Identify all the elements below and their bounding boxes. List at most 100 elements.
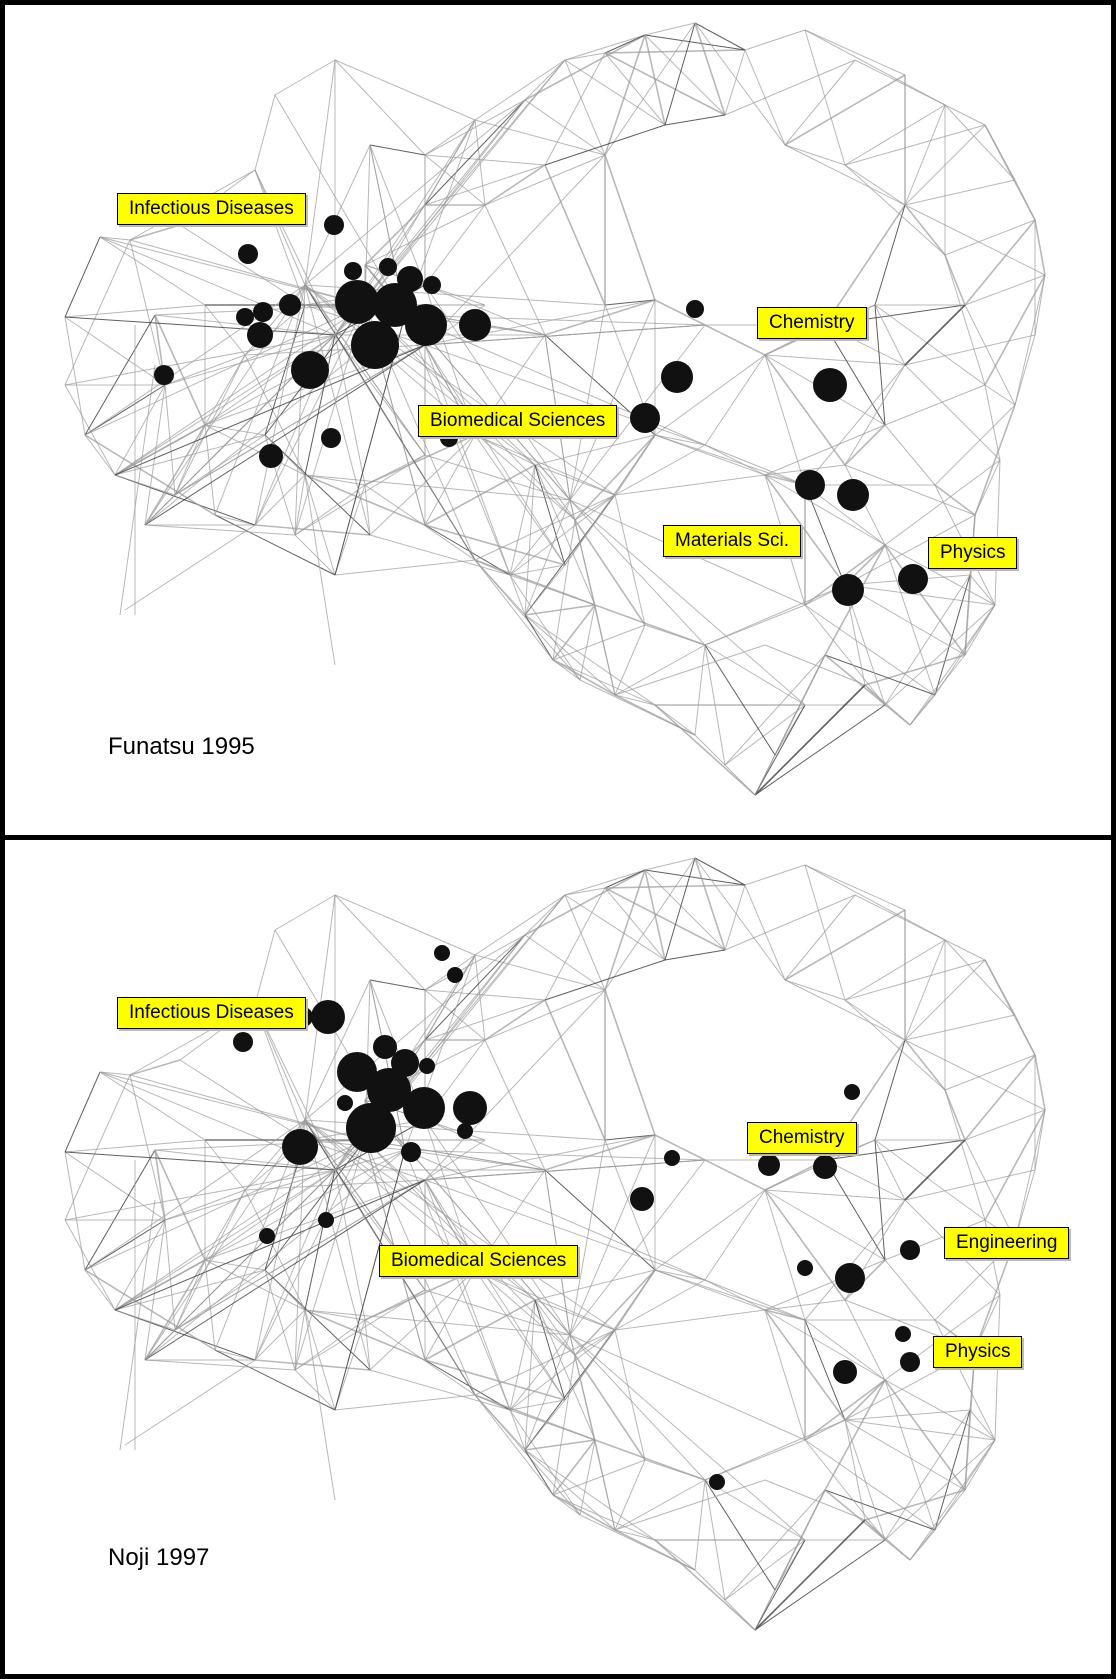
- network-node: [282, 1129, 318, 1165]
- network-edge: [724, 49, 746, 116]
- network-edge: [654, 1539, 756, 1631]
- network-edge: [424, 299, 656, 346]
- network-edge: [304, 1169, 336, 1311]
- network-edge: [564, 59, 606, 156]
- network-edge: [864, 654, 966, 686]
- network-node: [238, 244, 258, 264]
- network-edge: [744, 29, 806, 51]
- network-edge: [474, 1394, 581, 1516]
- network-edge: [854, 894, 946, 941]
- network-edge: [694, 22, 726, 116]
- network-node: [797, 1260, 813, 1276]
- network-edge: [364, 454, 426, 486]
- label-materials-science: Materials Sci.: [663, 525, 802, 557]
- network-edge: [784, 979, 906, 1041]
- network-edge: [204, 304, 246, 356]
- network-node: [291, 351, 329, 389]
- network-edge: [664, 22, 696, 126]
- network-edge: [1014, 179, 1036, 221]
- network-edge: [884, 384, 986, 426]
- network-edge: [764, 354, 806, 486]
- network-edge: [884, 1439, 996, 1541]
- network-edge: [564, 887, 606, 896]
- network-edge: [64, 316, 166, 386]
- network-edge: [204, 1259, 306, 1311]
- network-edge: [334, 59, 476, 121]
- network-edge: [164, 354, 246, 386]
- network-edge: [304, 1309, 571, 1336]
- network-edge: [944, 104, 986, 126]
- network-edge: [524, 59, 566, 101]
- network-edge: [254, 1139, 366, 1361]
- network-edge: [844, 1259, 886, 1301]
- network-edge: [424, 989, 606, 1181]
- network-edge: [1034, 274, 1046, 336]
- network-edge: [424, 164, 546, 206]
- network-edge: [569, 499, 706, 646]
- network-edge: [64, 1151, 336, 1171]
- network-node: [895, 1326, 911, 1342]
- network-edge: [804, 1439, 936, 1531]
- network-edge: [574, 494, 616, 521]
- network-edge: [884, 544, 996, 606]
- network-node: [835, 1263, 865, 1293]
- network-edge: [964, 304, 1016, 406]
- network-edge: [654, 1539, 696, 1571]
- network-edge: [64, 304, 206, 318]
- network-edge: [204, 1169, 336, 1261]
- network-edge: [994, 459, 1001, 606]
- network-edge: [704, 354, 766, 446]
- network-edge: [424, 204, 486, 286]
- network-edge: [884, 574, 971, 706]
- network-edge: [174, 1259, 206, 1331]
- network-edge: [904, 104, 946, 206]
- network-edge: [904, 1014, 1016, 1041]
- network-node: [346, 1103, 396, 1153]
- network-edge: [844, 1419, 866, 1521]
- network-edge: [864, 684, 886, 706]
- network-edge: [874, 1139, 986, 1221]
- network-node: [337, 1095, 353, 1111]
- network-edge: [564, 894, 606, 991]
- network-edge: [764, 424, 886, 476]
- network-edge: [424, 119, 476, 156]
- network-edge: [604, 154, 656, 301]
- network-edge: [704, 584, 846, 646]
- network-edge: [244, 354, 306, 476]
- network-edge: [574, 1269, 656, 1356]
- network-edge: [704, 444, 806, 486]
- network-edge: [254, 1359, 371, 1371]
- network-edge: [964, 574, 971, 656]
- network-edge: [614, 694, 656, 706]
- network-edge: [654, 1269, 706, 1281]
- network-edge: [204, 1259, 266, 1271]
- network-edge: [129, 1074, 166, 1221]
- network-edge: [474, 559, 581, 681]
- network-edge: [534, 1299, 576, 1356]
- network-edge: [552, 1459, 646, 1496]
- network-edge: [64, 1219, 116, 1311]
- network-edge: [614, 1479, 706, 1531]
- network-edge: [274, 894, 336, 931]
- network-edge: [552, 604, 596, 661]
- network-edge: [509, 1329, 616, 1411]
- network-edge: [844, 1419, 966, 1491]
- network-edge: [304, 59, 336, 286]
- network-edge: [614, 1479, 766, 1531]
- network-edge: [844, 584, 996, 606]
- network-edge: [294, 484, 366, 536]
- network-edge: [509, 1299, 536, 1411]
- network-edge: [129, 239, 366, 306]
- network-edge: [64, 334, 336, 386]
- network-edge: [804, 1379, 886, 1441]
- network-edge: [844, 939, 946, 1001]
- network-edge: [564, 894, 666, 961]
- network-edge: [654, 704, 696, 736]
- network-edge: [144, 524, 296, 536]
- network-edge: [844, 584, 966, 656]
- map-panel-noji: Infectious Diseases Chemistry Biomedical…: [0, 835, 1116, 1679]
- network-edge: [179, 1059, 306, 1141]
- network-edge: [524, 1449, 616, 1531]
- network-edge: [474, 954, 486, 1041]
- network-edge: [654, 434, 766, 476]
